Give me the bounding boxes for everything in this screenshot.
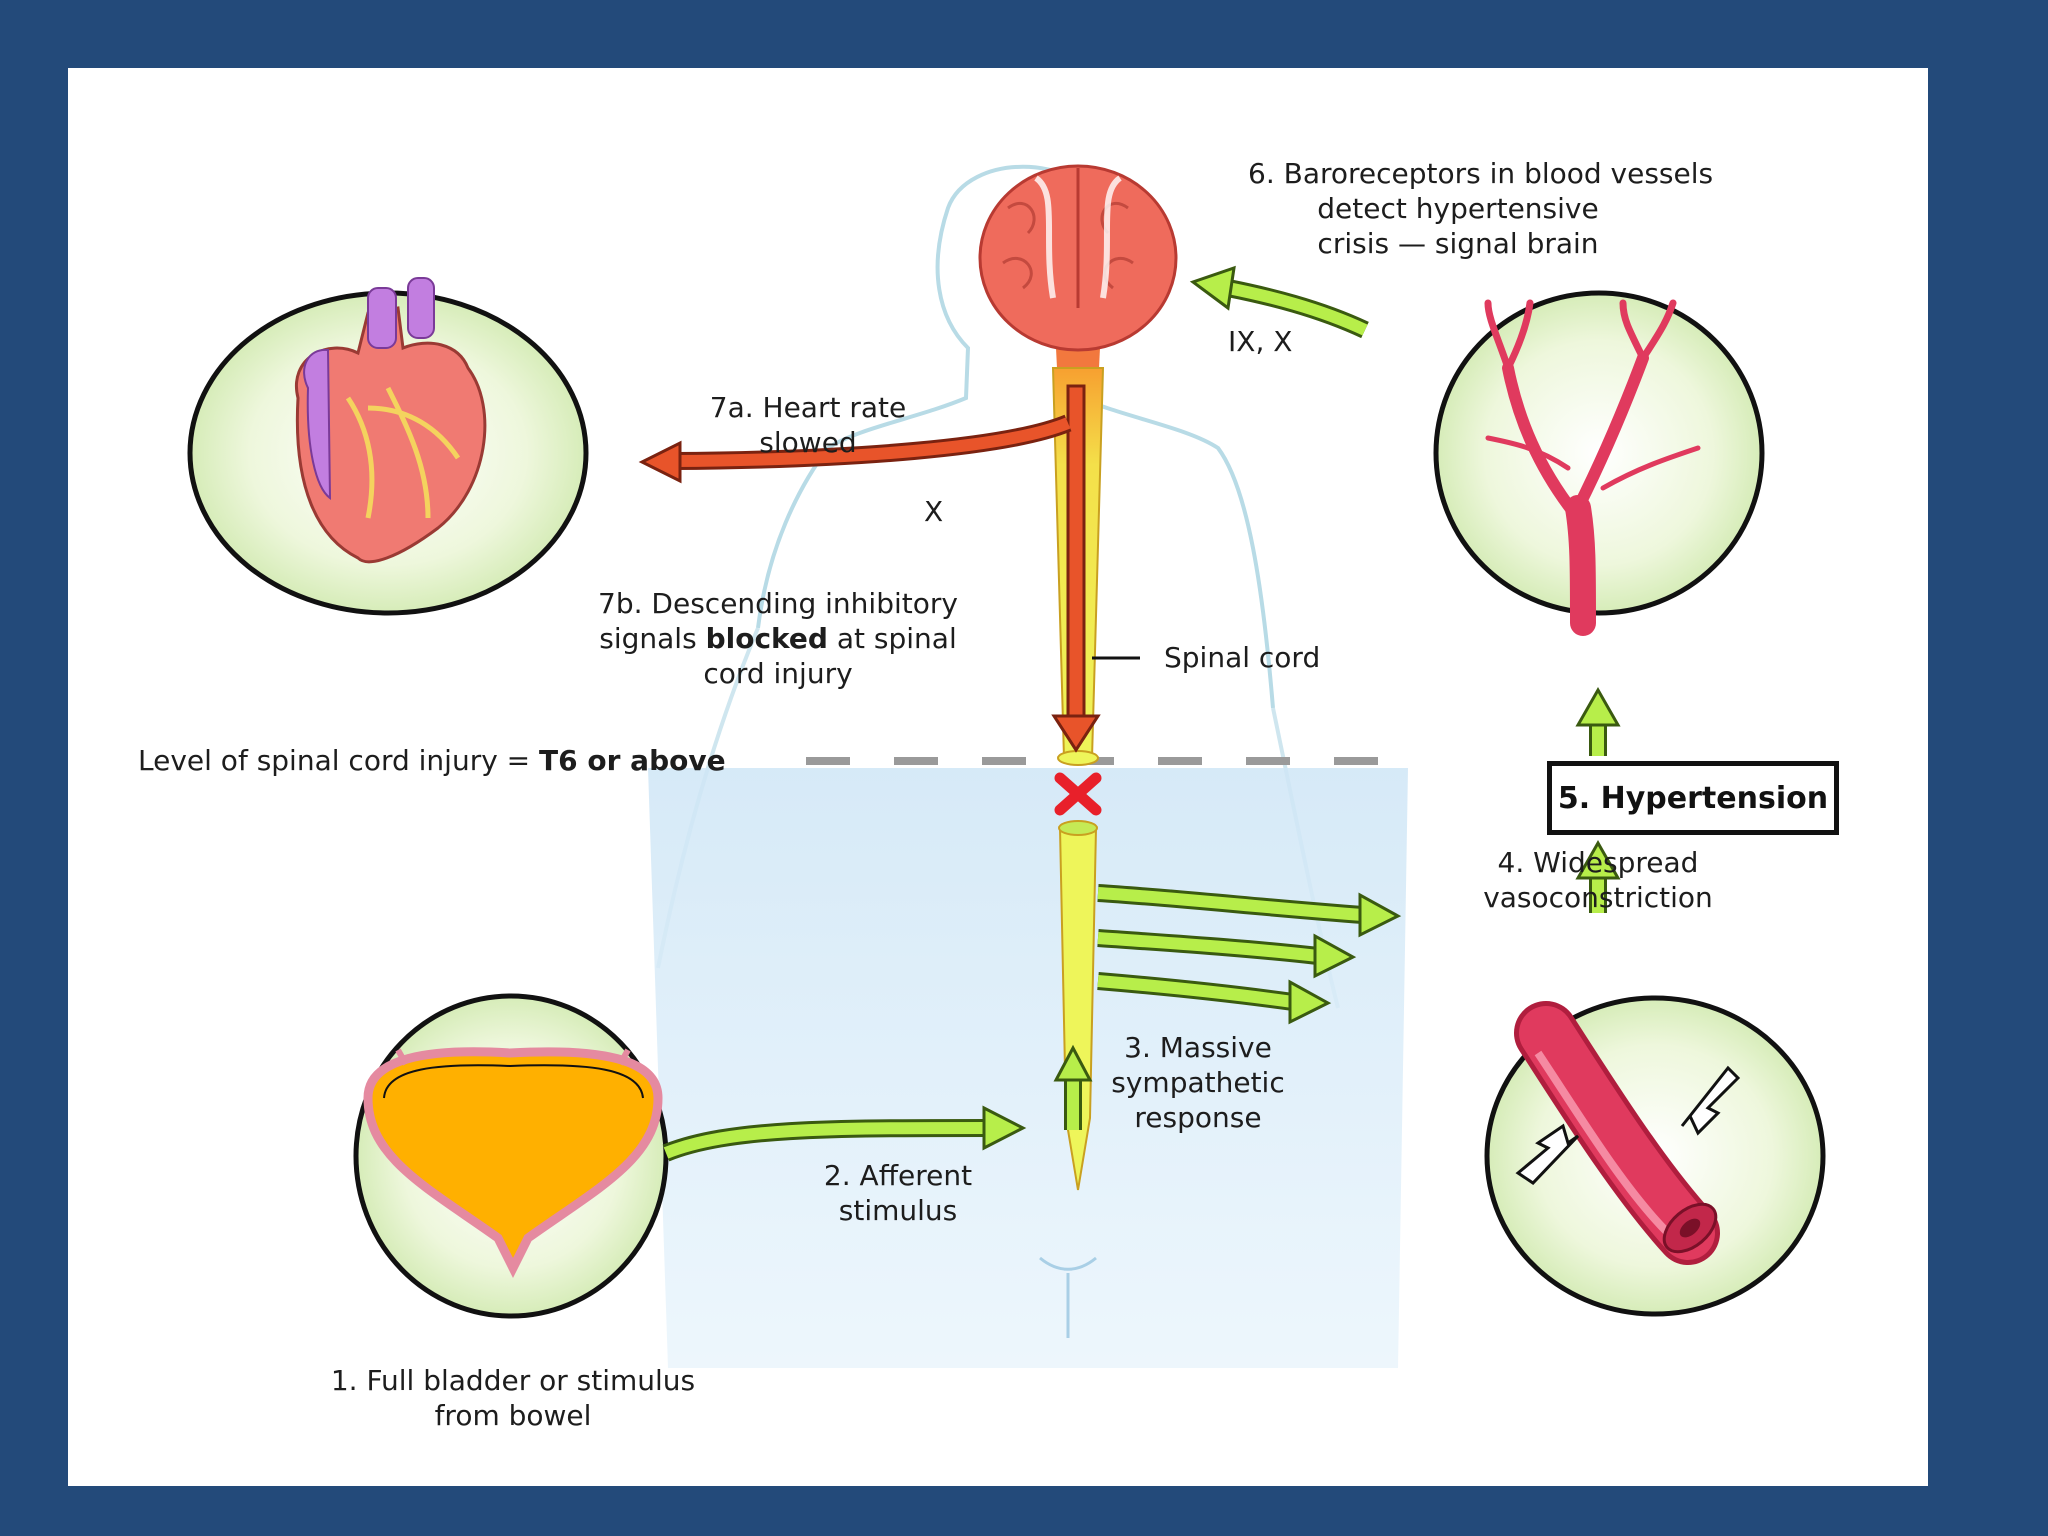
green-arrows — [662, 265, 1621, 1162]
label-step7a-line2: slowed — [759, 426, 857, 459]
label-nerves-ix-x-text: IX, X — [1228, 325, 1293, 358]
label-step3-line2: sympathetic — [1111, 1066, 1285, 1099]
label-step6-line2: detect hypertensive — [1317, 192, 1599, 225]
artery-icon — [1514, 1001, 1741, 1265]
label-step5: 5. Hypertension — [1557, 780, 1829, 816]
label-step1: 1. Full bladder or stimulus from bowel — [288, 1363, 738, 1433]
label-step7b-line2-pre: signals — [599, 622, 706, 655]
label-injury-level-text: Level of spinal cord injury = — [138, 744, 540, 777]
hypertension-box: 5. Hypertension — [1547, 761, 1839, 835]
autonomic-dysreflexia-diagram — [187, 164, 1826, 1368]
label-step2-line2: stimulus — [838, 1194, 958, 1227]
label-injury-level-bold: T6 or above — [539, 744, 726, 777]
label-step2-line1: 2. Afferent — [823, 1159, 973, 1192]
label-step7b-line2: signals blocked at spinal — [568, 621, 988, 656]
label-step7b-line1: 7b. Descending inhibitory — [598, 587, 958, 620]
blood-vessels-icon — [1484, 299, 1701, 636]
diagram-panel: 6. Baroreceptors in blood vessels detect… — [68, 68, 1928, 1486]
label-injury-level: Level of spinal cord injury = T6 or abov… — [138, 743, 726, 778]
label-step7a: 7a. Heart rate slowed — [708, 390, 908, 460]
label-step1-line1: 1. Full bladder or stimulus — [330, 1364, 696, 1397]
label-step4-line2: vasoconstriction — [1483, 881, 1713, 914]
descending-inhibitory-arrow — [1051, 384, 1101, 753]
label-step4-line1: 4. Widespread — [1497, 846, 1699, 879]
label-step7b-line2-bold: blocked — [705, 622, 828, 655]
lower-body-shading — [648, 768, 1408, 1368]
baroreceptor-circle — [1433, 290, 1765, 636]
label-nerve-x: X — [924, 494, 943, 529]
navel — [1039, 1256, 1097, 1338]
label-step4: 4. Widespread vasoconstriction — [1448, 845, 1748, 915]
label-step6-line1: 6. Baroreceptors in blood vessels — [1248, 157, 1714, 190]
label-step3-line3: response — [1134, 1101, 1262, 1134]
heart-circle — [187, 277, 589, 616]
injury-x-icon — [1054, 772, 1102, 816]
label-step7a-line1: 7a. Heart rate — [709, 391, 907, 424]
bladder-circle — [353, 993, 669, 1319]
label-step7b-line3: cord injury — [703, 657, 853, 690]
label-step6-line3: crisis — signal brain — [1317, 227, 1599, 260]
label-step2: 2. Afferent stimulus — [798, 1158, 998, 1228]
label-nerves-ix-x: IX, X — [1228, 324, 1292, 359]
label-step3: 3. Massive sympathetic response — [1098, 1030, 1298, 1135]
vasoconstriction-circle — [1484, 995, 1826, 1317]
label-step1-line2: from bowel — [434, 1399, 592, 1432]
label-spinal-cord: Spinal cord — [1164, 640, 1320, 675]
label-step3-line1: 3. Massive — [1124, 1031, 1272, 1064]
label-nerve-x-text: X — [924, 495, 944, 528]
label-step7b: 7b. Descending inhibitory signals blocke… — [568, 586, 988, 691]
bladder-icon — [363, 1047, 663, 1279]
brain-icon — [978, 164, 1178, 388]
heart-rate-arrow — [638, 414, 1072, 484]
heart-icon — [294, 277, 487, 564]
label-step7b-line2-post: at spinal — [827, 622, 957, 655]
label-step6: 6. Baroreceptors in blood vessels detect… — [1248, 156, 1714, 261]
label-spinal-cord-text: Spinal cord — [1164, 641, 1321, 674]
